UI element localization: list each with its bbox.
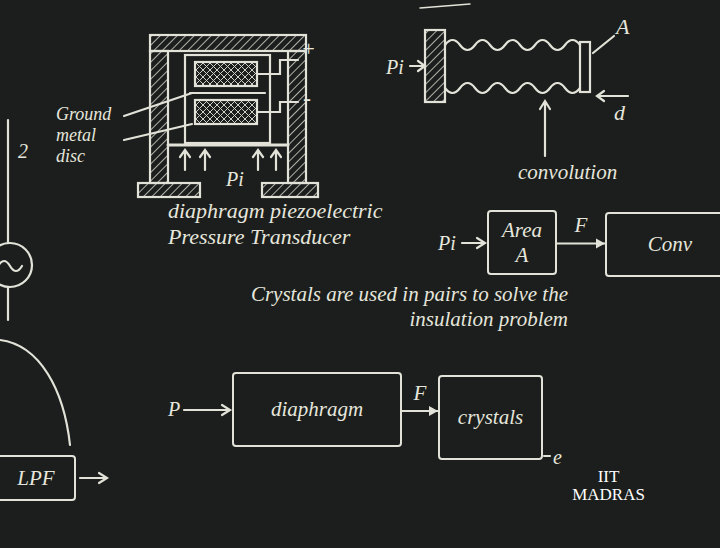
text-stack: Area A — [496, 218, 548, 266]
partial-text: 2 — [18, 140, 28, 164]
pressure-label: Pi — [226, 168, 244, 192]
signal-label: F — [573, 214, 590, 237]
output-label: e — [553, 446, 562, 470]
input-arrow — [462, 238, 485, 248]
process-box: diaphragm — [232, 372, 402, 447]
board-mark — [420, 4, 470, 8]
input-arrow — [184, 405, 230, 415]
box-text: LPF — [17, 466, 54, 490]
part-label: Ground metal disc — [56, 104, 128, 168]
circuit-arc — [0, 340, 70, 445]
input-label: P — [168, 398, 180, 422]
transducer-housing — [138, 35, 318, 197]
process-box: Conv — [605, 212, 720, 277]
text-stack: Conv — [648, 232, 692, 256]
pressure-label: Pi — [386, 56, 404, 80]
process-box: crystals — [438, 375, 543, 460]
process-box: Area A — [487, 210, 557, 275]
text-stack: crystals — [458, 405, 523, 429]
connector-arrow — [557, 239, 605, 249]
bellows — [410, 30, 628, 156]
filter-box: LPF — [0, 455, 76, 501]
figure-caption: diaphragm piezoelectric Pressure Transdu… — [168, 198, 393, 250]
crystal-stack — [185, 55, 298, 143]
terminal-sign: - — [303, 84, 311, 112]
text-stack: LPF — [17, 466, 54, 490]
arrow-head — [596, 239, 605, 249]
box-text: Area A — [496, 218, 548, 266]
terminal-sign: + — [301, 36, 316, 62]
diaphragm-line — [168, 144, 288, 147]
pressure-arrows — [180, 150, 281, 170]
signal-label: F — [412, 382, 429, 405]
arrow-head — [429, 406, 438, 416]
connector-arrow — [402, 406, 438, 416]
text-stack: diaphragm — [271, 397, 363, 421]
output-line — [544, 455, 550, 457]
input-label: Pi — [438, 232, 456, 256]
area-label: A — [616, 14, 629, 40]
box-text: Conv — [648, 232, 692, 256]
part-label: convolution — [518, 160, 617, 185]
filter-output-arrow — [80, 473, 107, 483]
box-text: crystals — [458, 405, 523, 429]
displacement-label: d — [614, 100, 625, 126]
source-circuit — [0, 120, 32, 320]
leader-lines — [124, 93, 192, 140]
box-text: diaphragm — [271, 397, 363, 421]
watermark: IIT MADRAS — [566, 468, 651, 504]
note-text: Crystals are used in pairs to solve the … — [168, 282, 568, 332]
